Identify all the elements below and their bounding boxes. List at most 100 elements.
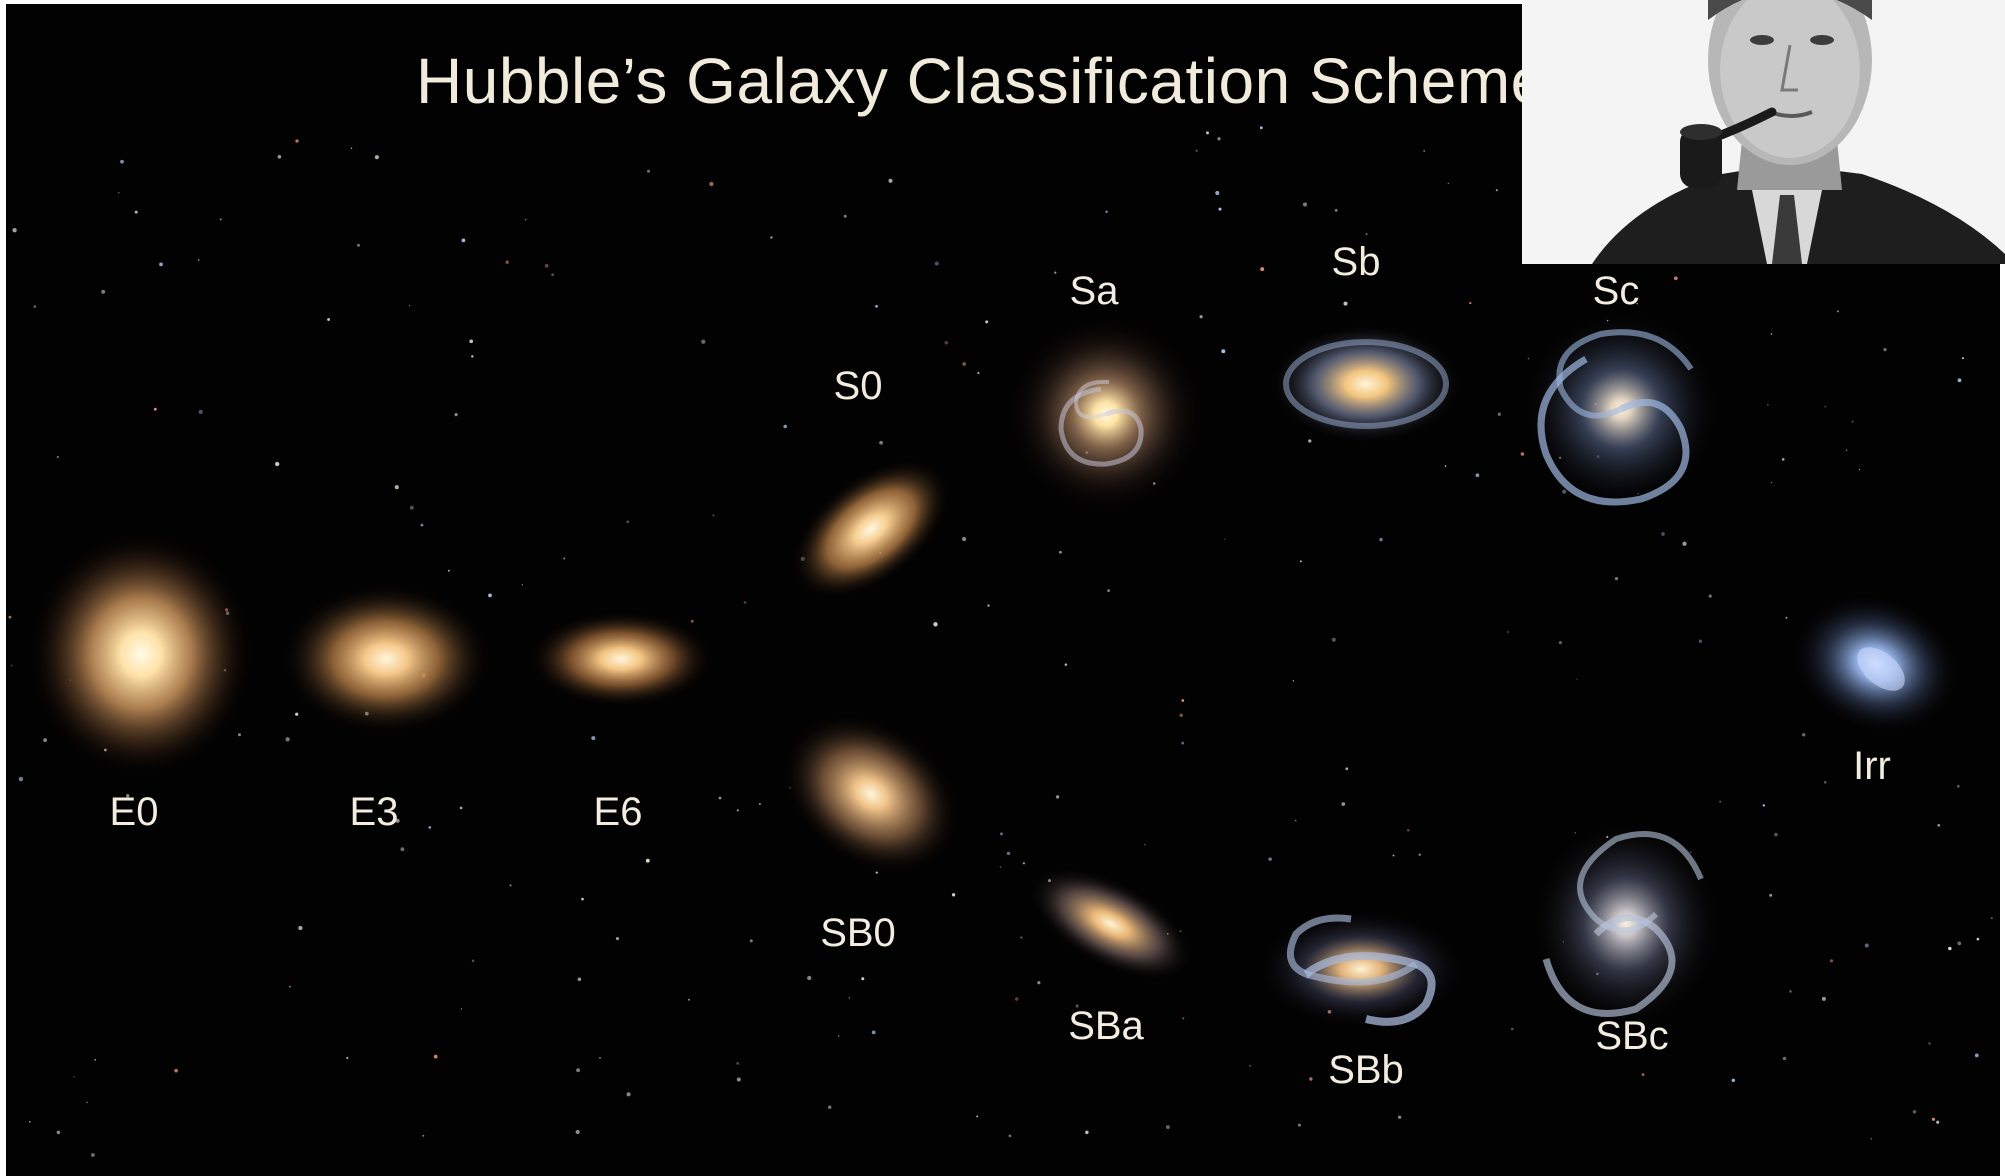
star <box>1260 267 1265 272</box>
star <box>1221 349 1226 354</box>
star <box>1956 784 1960 788</box>
label-s0: S0 <box>833 364 883 408</box>
star <box>645 858 650 863</box>
star <box>43 738 47 742</box>
star <box>1299 560 1302 563</box>
galaxy-sb0 <box>782 714 960 874</box>
star <box>1341 247 1343 250</box>
label-sc: Sc <box>1592 269 1640 313</box>
star <box>576 1068 580 1073</box>
star <box>712 514 715 517</box>
portrait-photo <box>1522 0 2005 264</box>
star <box>1821 996 1826 1001</box>
star <box>1218 207 1222 211</box>
star <box>1166 1125 1170 1129</box>
star <box>1268 857 1272 861</box>
star <box>1641 1073 1645 1076</box>
star <box>461 238 466 243</box>
star <box>688 998 690 1001</box>
label-sbc: SBc <box>1595 1014 1669 1058</box>
star <box>563 557 566 560</box>
star <box>1782 1056 1787 1061</box>
star <box>1423 150 1426 152</box>
star <box>1974 1053 1979 1058</box>
star <box>1059 550 1062 554</box>
star <box>1708 594 1712 598</box>
star <box>1495 189 1498 192</box>
star <box>827 1105 832 1109</box>
star <box>1614 576 1619 581</box>
galaxy-s0 <box>791 459 951 599</box>
star <box>460 1008 463 1010</box>
star <box>944 341 949 345</box>
star <box>976 1115 979 1118</box>
star <box>1731 1078 1735 1082</box>
star <box>1801 733 1806 737</box>
star <box>843 214 847 218</box>
galaxy-sa <box>1008 316 1204 512</box>
galaxy-e0 <box>29 532 253 776</box>
star <box>577 977 582 982</box>
star <box>1762 804 1765 807</box>
star <box>374 155 379 160</box>
star <box>1937 823 1941 827</box>
galaxy-sbb <box>1256 909 1466 1029</box>
star <box>1845 449 1848 451</box>
star <box>848 997 851 999</box>
star <box>1037 981 1041 985</box>
star <box>350 147 353 149</box>
star <box>1308 439 1312 443</box>
star <box>1829 959 1834 963</box>
star <box>1682 541 1687 546</box>
star <box>1912 1110 1917 1114</box>
label-e3: E3 <box>349 790 399 834</box>
star <box>1334 208 1338 212</box>
star <box>285 737 290 742</box>
star <box>1217 137 1221 141</box>
star <box>1022 862 1025 865</box>
star <box>289 985 291 988</box>
star <box>1297 1123 1301 1127</box>
star <box>1636 302 1639 305</box>
star <box>575 1129 580 1135</box>
star <box>505 260 509 264</box>
star <box>1407 829 1410 832</box>
star <box>1957 941 1962 946</box>
star <box>357 243 360 247</box>
star <box>174 1068 178 1073</box>
star <box>1785 616 1788 619</box>
star <box>471 959 475 963</box>
star <box>1006 851 1011 856</box>
star <box>126 794 130 798</box>
star <box>1936 1120 1940 1124</box>
star <box>18 776 24 782</box>
star <box>454 412 458 417</box>
star <box>1507 631 1509 633</box>
star <box>159 262 163 267</box>
star <box>277 154 282 159</box>
star <box>1294 819 1297 822</box>
star <box>1962 357 1964 360</box>
star <box>888 178 893 183</box>
star <box>1823 780 1827 784</box>
star <box>1259 126 1263 130</box>
star <box>275 461 280 467</box>
star <box>626 520 630 524</box>
star <box>1064 663 1068 666</box>
star <box>153 407 157 411</box>
star <box>33 305 37 308</box>
star <box>1418 853 1421 856</box>
star <box>1870 1138 1873 1140</box>
star <box>524 218 527 221</box>
star <box>1957 378 1962 383</box>
star <box>1781 458 1785 461</box>
star <box>718 796 722 800</box>
star <box>198 409 203 415</box>
star <box>12 228 17 233</box>
star <box>1085 1130 1089 1135</box>
star <box>581 897 584 901</box>
star <box>1774 832 1778 837</box>
star <box>879 440 883 445</box>
star <box>1948 946 1952 951</box>
star <box>56 455 59 459</box>
